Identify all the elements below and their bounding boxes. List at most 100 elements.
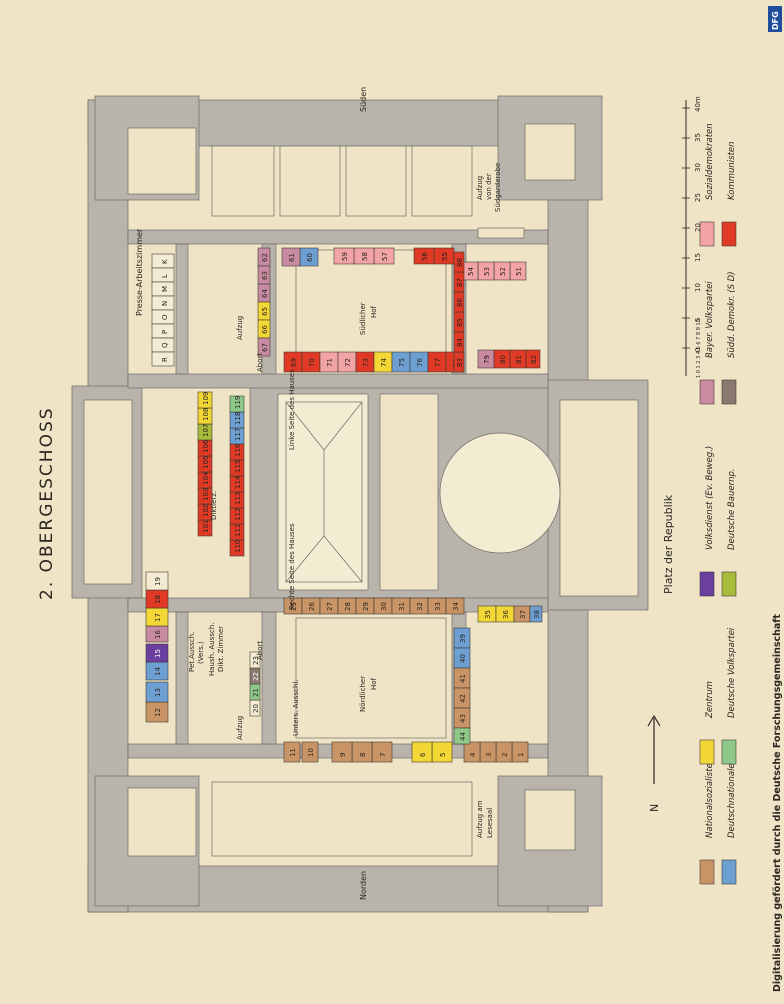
- legend-label-3: Deutsche Volkspartei: [727, 627, 737, 718]
- room-number-43: 43: [459, 714, 467, 723]
- room-119: [229, 395, 245, 413]
- room-number-67: 67: [261, 343, 269, 352]
- room-number-23: 23: [252, 656, 260, 665]
- room-13: [145, 681, 169, 703]
- room-44: [453, 727, 471, 745]
- room-number-26: 26: [308, 602, 316, 611]
- room-number-106: 106: [202, 439, 210, 453]
- room-number-53: 53: [483, 267, 491, 276]
- room-number-84: 84: [456, 338, 464, 347]
- room-number-107: 107: [202, 424, 210, 437]
- room-number-10: 10: [307, 748, 315, 757]
- room-number-15: 15: [154, 649, 162, 658]
- room-number-81: 81: [515, 355, 523, 364]
- room-number-116: 116: [234, 443, 242, 457]
- unters-label: Unters. Ausschl.: [292, 679, 300, 736]
- press-letter-R: R: [161, 357, 169, 362]
- room-number-108: 108: [202, 408, 210, 421]
- room-7: [371, 741, 393, 763]
- room-number-102: 102: [202, 504, 210, 517]
- press-letter-K: K: [161, 259, 169, 264]
- pet-label-3: Haush. Aussch.: [208, 622, 216, 676]
- room-number-36: 36: [502, 610, 510, 619]
- press-letter-L: L: [161, 274, 169, 278]
- room-number-14: 14: [154, 667, 162, 676]
- room-number-58: 58: [361, 252, 369, 261]
- room-number-80: 80: [499, 355, 507, 364]
- room-number-119: 119: [234, 396, 242, 409]
- room-number-73: 73: [362, 358, 370, 367]
- building-voids: [83, 123, 639, 857]
- room-number-114: 114: [234, 475, 242, 489]
- room-number-60: 60: [306, 253, 314, 262]
- room-number-44: 44: [459, 732, 467, 741]
- south-courtyard-label-2: Hof: [370, 305, 378, 318]
- room-number-115: 115: [234, 460, 242, 473]
- room-number-105: 105: [202, 456, 210, 469]
- room-109: [197, 391, 213, 409]
- abort-south-label: Abort: [256, 353, 264, 372]
- scale-label-3: 15: [694, 253, 702, 262]
- room-number-55: 55: [441, 252, 449, 261]
- room-number-12: 12: [154, 708, 162, 717]
- scale-label-5: 25: [694, 193, 702, 202]
- room-number-4: 4: [469, 752, 477, 757]
- room-number-34: 34: [452, 602, 460, 611]
- room-number-38: 38: [533, 610, 541, 619]
- room-number-64: 64: [261, 289, 269, 298]
- room-number-69: 69: [290, 358, 298, 367]
- room-number-56: 56: [421, 252, 429, 261]
- north-label: Norden: [359, 871, 368, 900]
- room-5: [431, 741, 453, 763]
- room-1: [511, 741, 529, 763]
- room-2: [495, 741, 513, 763]
- room-number-57: 57: [381, 252, 389, 261]
- room-number-41: 41: [459, 674, 467, 683]
- room-number-54: 54: [467, 267, 475, 276]
- room-number-1: 1: [517, 753, 525, 757]
- room-number-32: 32: [416, 602, 424, 611]
- room-number-101: 101: [202, 520, 210, 533]
- aufzug-south-label: Aufzug: [236, 316, 244, 340]
- room-number-6: 6: [419, 752, 427, 757]
- room-number-79: 79: [483, 355, 491, 364]
- room-number-118: 118: [234, 412, 242, 425]
- room-number-2: 2: [501, 753, 509, 757]
- room-number-3: 3: [485, 753, 493, 757]
- scale-fine-labels: 1 0 1 2 3 4 5 6 7 8 9 10: [696, 319, 702, 378]
- room-number-35: 35: [484, 610, 492, 619]
- room-10: [301, 741, 319, 763]
- room-number-110: 110: [234, 540, 242, 553]
- north-courtyard-label-1: Nördlicher: [359, 676, 367, 712]
- elevator-north-label-2: Lesesaal: [486, 808, 494, 838]
- pet-label-2: (Vers.): [197, 641, 205, 664]
- room-number-113: 113: [234, 492, 242, 505]
- room-number-61: 61: [288, 253, 296, 262]
- press-room-label: Presse-Arbeitszimmer: [135, 228, 144, 316]
- scale-label-8: 40m: [694, 96, 702, 112]
- elevator-south-label-2: von der: [485, 173, 493, 200]
- room-number-51: 51: [515, 267, 523, 276]
- legend-swatch-8: [699, 221, 715, 247]
- room-number-17: 17: [154, 613, 162, 622]
- scale-label-1: 5: [694, 318, 702, 322]
- room-59: [333, 247, 355, 265]
- plenary-roof: [285, 401, 363, 583]
- room-number-86: 86: [456, 298, 464, 307]
- press-room-R: [151, 351, 175, 367]
- room-number-59: 59: [341, 252, 349, 261]
- legend-label-0: Nationalsozialisten: [705, 758, 715, 838]
- south-courtyard-label-1: Südlicher: [359, 302, 367, 335]
- room-34: [445, 597, 465, 615]
- legend-swatch-0: [699, 859, 715, 885]
- scale-label-7: 35: [694, 133, 702, 142]
- room-number-20: 20: [252, 704, 260, 713]
- pet-label-1: Pet.Aussch.: [188, 632, 196, 672]
- south-label: Süden: [359, 87, 368, 112]
- room-number-109: 109: [202, 392, 210, 405]
- legend-label-8: Sozialdemokraten: [705, 123, 715, 200]
- abort-north-label: Abort: [256, 641, 264, 660]
- room-number-19: 19: [154, 577, 162, 586]
